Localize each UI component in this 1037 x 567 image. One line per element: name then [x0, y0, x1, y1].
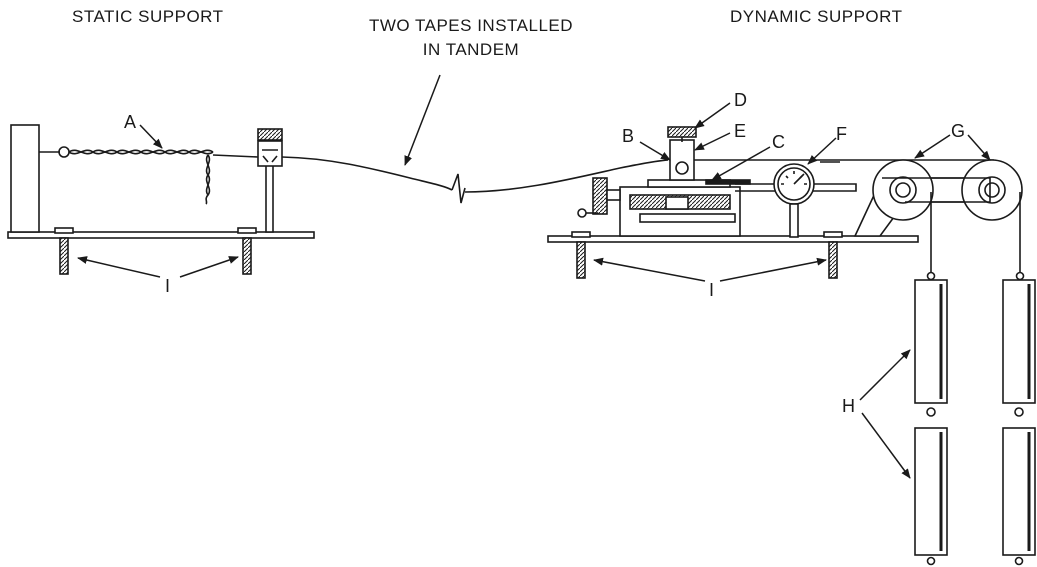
arrow-i-right-2 [719, 257, 827, 282]
arrow-a [139, 124, 163, 149]
label-b: B [622, 126, 635, 146]
label-h: H [842, 396, 856, 416]
label-e: E [734, 121, 747, 141]
label-g: G [951, 121, 966, 141]
label-c: C [772, 132, 786, 152]
label-i-right: I [709, 280, 715, 300]
arrow-h-upper [859, 349, 911, 401]
static-clamp-knob [257, 128, 283, 141]
static-base-plate [7, 231, 315, 239]
arrow-d [694, 102, 731, 129]
tandem-title-line2: IN TANDEM [422, 40, 520, 59]
leader-arrows [77, 74, 991, 479]
static-hook [58, 146, 70, 158]
clamp-screw-d [667, 126, 697, 138]
dynamic-screw-right [828, 241, 838, 279]
weights-h [914, 279, 1036, 566]
static-clamp-body [257, 140, 283, 167]
tape-left-segment [281, 156, 453, 191]
dynamic-base-plate [547, 235, 919, 243]
dynamic-support [547, 126, 1036, 566]
label-a: A [124, 112, 137, 132]
label-i-left: I [165, 276, 171, 296]
arrow-i-left-2 [179, 256, 239, 278]
dynamic-screw-left [576, 241, 586, 279]
arrow-g-right [967, 134, 991, 161]
pulley-left-g [872, 159, 934, 221]
twisted-wire-a-strand [68, 149, 214, 155]
dynamic-support-title: DYNAMIC SUPPORT [730, 7, 903, 26]
arrow-tandem [404, 74, 441, 166]
pulley-right-g [961, 159, 1023, 221]
adjust-knob [592, 177, 608, 215]
tape-break-symbol [451, 173, 466, 204]
arrow-i-left-1 [77, 256, 161, 278]
arrow-b [639, 141, 671, 161]
static-screw-right [242, 237, 252, 275]
label-f: F [836, 124, 848, 144]
arrow-g-left [914, 134, 951, 159]
arrow-e [694, 132, 731, 151]
tape-right-segment [464, 159, 669, 193]
wire-tail-strand [205, 154, 211, 196]
arrow-c [711, 146, 771, 181]
static-support-title: STATIC SUPPORT [72, 7, 224, 26]
static-screw-left [59, 237, 69, 275]
arrow-i-right-1 [593, 257, 706, 282]
arrow-f [807, 137, 837, 165]
label-d: D [734, 90, 748, 110]
tandem-title-line1: TWO TAPES INSTALLED [368, 16, 574, 35]
tape-c [705, 179, 751, 185]
static-upright-block [10, 124, 40, 233]
arrow-h-lower [861, 412, 911, 479]
static-support [7, 124, 315, 275]
static-clamp-post [265, 164, 274, 233]
